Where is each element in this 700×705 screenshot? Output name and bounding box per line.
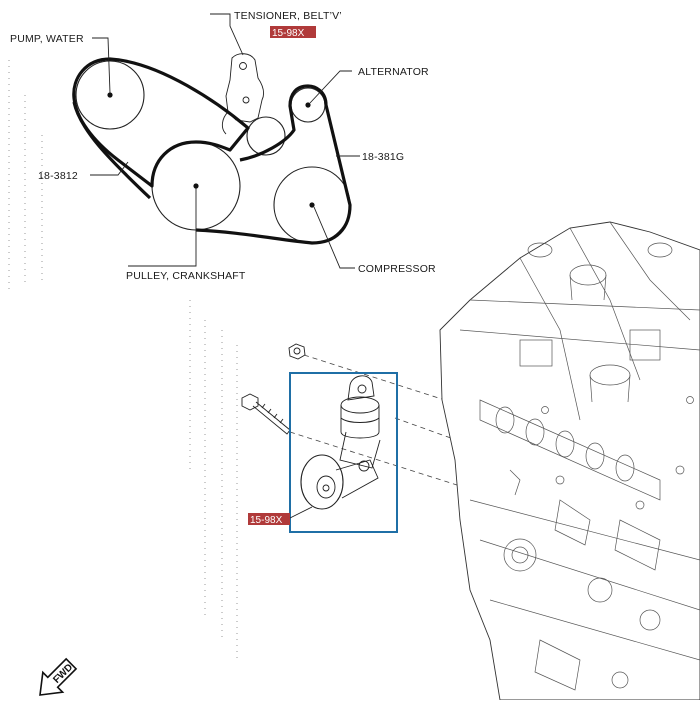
- drive-belt-water-pump: [72, 57, 250, 188]
- intake-ports: [479, 399, 661, 501]
- tensioner-highlight-box: [289, 372, 398, 533]
- detail-ref-tag: [248, 513, 290, 525]
- label-tensioner: TENSIONER, BELT’V’: [234, 10, 342, 22]
- tensioner-pulley: [246, 116, 286, 156]
- label-belt-part-a: 18-3812: [38, 170, 78, 182]
- label-compressor: COMPRESSOR: [358, 263, 436, 275]
- bolt-part: [241, 393, 291, 435]
- label-detail-ref: 15-98X: [250, 515, 283, 526]
- engine-block: [439, 221, 700, 701]
- dotted-guides: [8, 60, 238, 660]
- drive-belt-alternator: [195, 84, 352, 245]
- label-alternator: ALTERNATOR: [358, 66, 429, 78]
- label-pump-water: PUMP, WATER: [10, 33, 84, 45]
- fwd-arrow-icon: FWD: [39, 657, 78, 696]
- label-crankshaft: PULLEY, CRANKSHAFT: [126, 270, 246, 282]
- belt-routing: [72, 13, 360, 269]
- nut-part: [288, 343, 306, 360]
- label-belt-part-b: 18-381G: [362, 151, 404, 163]
- cam-towers: [519, 242, 673, 403]
- label-tensioner-ref: 15-98X: [272, 28, 305, 39]
- belt-tensioner-assembly: [300, 375, 381, 510]
- tensioner-ref-tag: [270, 26, 316, 38]
